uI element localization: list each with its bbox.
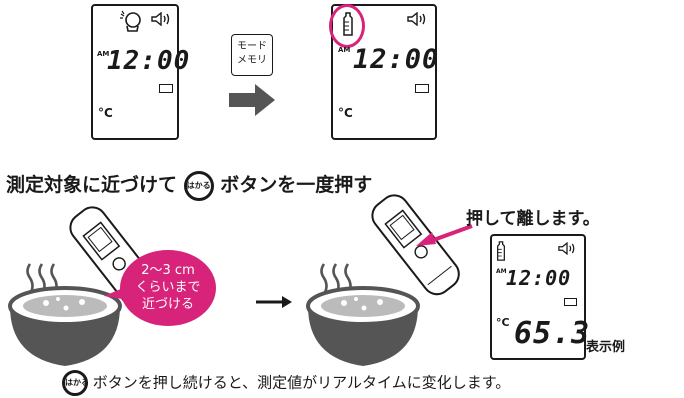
bubble-line3: 近づける [141,297,194,312]
baby-head-icon [120,10,141,32]
footer-note: はかる ボタンを押し続けると、測定値がリアルタイムに変化します。 [62,370,510,396]
unit-celsius: °C [98,106,113,120]
am-indicator: AM [338,46,351,54]
mode-key-line2: メモリ [237,55,267,66]
hakaru-button-icon: はかる [62,370,89,396]
speaker-icon [407,12,426,26]
lcd-display-example: AM 12:00 °C 65.3 [490,234,589,360]
mode-memory-key: モード メモリ [231,34,273,76]
bowl-of-food-icon [8,286,122,366]
lcd-display-after: AM 12:00 °C [329,4,440,140]
instruction-heading: 測定対象に近づけて はかる ボタンを一度押す [6,170,372,201]
right-arrow-icon [256,296,292,308]
time-readout: 12:00 [353,44,440,75]
baby-bottle-icon [497,241,505,261]
distance-bubble: 2～3 cm くらいまで 近づける [120,250,216,326]
bubble-line2: くらいまで [135,280,201,295]
am-indicator: AM [97,50,110,58]
temperature-reading: 65.3 [514,316,591,351]
heading-prefix: 測定対象に近づけて [6,174,178,196]
thermometer-device-right [371,194,460,296]
am-indicator: AM [496,268,507,275]
bubble-tail [104,286,128,300]
unit-celsius: °C [496,316,510,329]
highlight-circle [329,4,365,48]
lcd-display-before: AM 12:00 °C [91,4,189,140]
right-arrow-icon [229,84,275,116]
speaker-icon [151,12,170,26]
mode-key-line1: モード [237,41,267,52]
bubble-line1: 2～3 cm [141,263,195,278]
hakaru-button-icon: はかる [183,170,214,201]
battery-icon [159,84,173,93]
press-pointer-arrow [416,224,473,246]
display-example-caption: 表示例 [586,340,626,355]
press-release-label: 押して離します。 [466,209,600,229]
battery-icon [415,84,429,93]
unit-celsius: °C [338,106,353,120]
footer-text: ボタンを押し続けると、測定値がリアルタイムに変化します。 [92,373,511,392]
time-readout: 12:00 [506,266,572,290]
bowl-of-food-icon [306,286,420,366]
speaker-icon [558,242,575,255]
battery-icon [564,298,577,306]
heading-suffix: ボタンを一度押す [220,174,373,196]
time-readout: 12:00 [107,46,191,76]
